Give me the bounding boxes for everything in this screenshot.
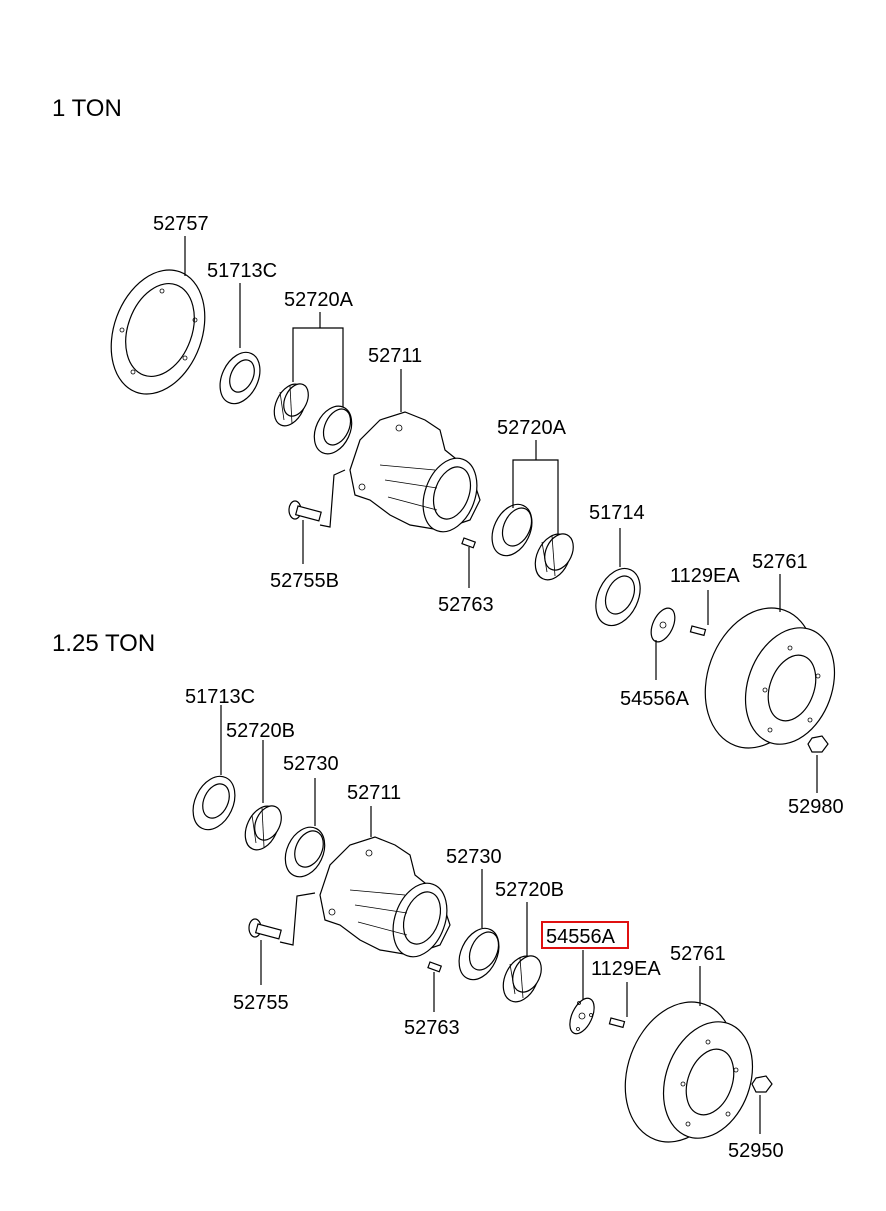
label-51713c-bottom: 51713C xyxy=(185,686,255,708)
brake-drum-52761-bottom[interactable] xyxy=(607,987,768,1158)
label-52720a-top-right: 52720A xyxy=(497,417,567,439)
bearing-race-52730-left[interactable] xyxy=(278,821,333,883)
screw-1129ea-bottom[interactable] xyxy=(608,1017,626,1029)
label-52711-bottom: 52711 xyxy=(347,782,401,804)
bearing-52720a-left[interactable] xyxy=(268,379,313,431)
label-52980: 52980 xyxy=(788,796,844,818)
label-52755: 52755 xyxy=(233,992,289,1014)
label-52730-bottom-right: 52730 xyxy=(446,846,502,868)
label-1129ea-bottom: 1129EA xyxy=(591,958,661,980)
wheel-hub-52711-top[interactable] xyxy=(349,411,486,539)
screw-52763-bottom[interactable] xyxy=(427,961,443,973)
label-52950: 52950 xyxy=(728,1140,784,1162)
oil-seal-51713c-bottom[interactable] xyxy=(185,770,243,837)
label-54556a-top: 54556A xyxy=(620,688,690,710)
label-51713c-top: 51713C xyxy=(207,260,277,282)
screw-52763-top[interactable] xyxy=(461,537,477,549)
label-1129ea-top: 1129EA xyxy=(670,565,740,587)
bearing-52720b-right[interactable] xyxy=(496,950,546,1007)
oil-seal-51714[interactable] xyxy=(587,561,649,632)
wheel-hub-52711-bottom[interactable] xyxy=(319,836,456,964)
section-title-1-25-ton: 1.25 TON xyxy=(52,630,155,657)
label-52757: 52757 xyxy=(153,213,209,235)
bearing-race-52720a-right[interactable] xyxy=(484,498,539,562)
label-52763-bottom: 52763 xyxy=(404,1017,460,1039)
bearing-race-52730-right[interactable] xyxy=(451,922,506,986)
label-52730-bottom-left: 52730 xyxy=(283,753,339,775)
oil-seal-51713c[interactable] xyxy=(212,346,267,410)
hub-bolt-52755[interactable] xyxy=(248,918,282,940)
highlight-box-54556a xyxy=(541,921,629,949)
label-52720b-bottom-left: 52720B xyxy=(226,720,295,742)
dust-plate-54556a-bottom[interactable] xyxy=(565,995,599,1038)
dust-plate-54556a-top[interactable] xyxy=(646,604,679,645)
hub-bolt-52755b[interactable] xyxy=(288,500,322,522)
nut-52950[interactable] xyxy=(751,1075,773,1093)
section-title-1-ton: 1 TON xyxy=(52,95,122,122)
bearing-race-52720a-left[interactable] xyxy=(307,400,359,460)
screw-1129ea-top[interactable] xyxy=(689,625,707,637)
label-51714: 51714 xyxy=(589,502,645,524)
label-52761-top: 52761 xyxy=(752,551,808,573)
label-52763-top: 52763 xyxy=(438,594,494,616)
bearing-52720a-right[interactable] xyxy=(528,528,578,585)
label-52761-bottom: 52761 xyxy=(670,943,726,965)
label-52720a-top-left: 52720A xyxy=(284,289,354,311)
nut-52980[interactable] xyxy=(807,735,829,753)
backing-plate-52757[interactable] xyxy=(95,257,221,407)
brake-drum-52761-top[interactable] xyxy=(687,593,850,764)
label-52755b: 52755B xyxy=(270,570,339,592)
label-52720b-bottom-right: 52720B xyxy=(495,879,564,901)
label-52711-top: 52711 xyxy=(368,345,422,367)
bearing-52720b-left[interactable] xyxy=(239,801,287,855)
label-54556a-bottom[interactable]: 54556A xyxy=(546,926,616,948)
